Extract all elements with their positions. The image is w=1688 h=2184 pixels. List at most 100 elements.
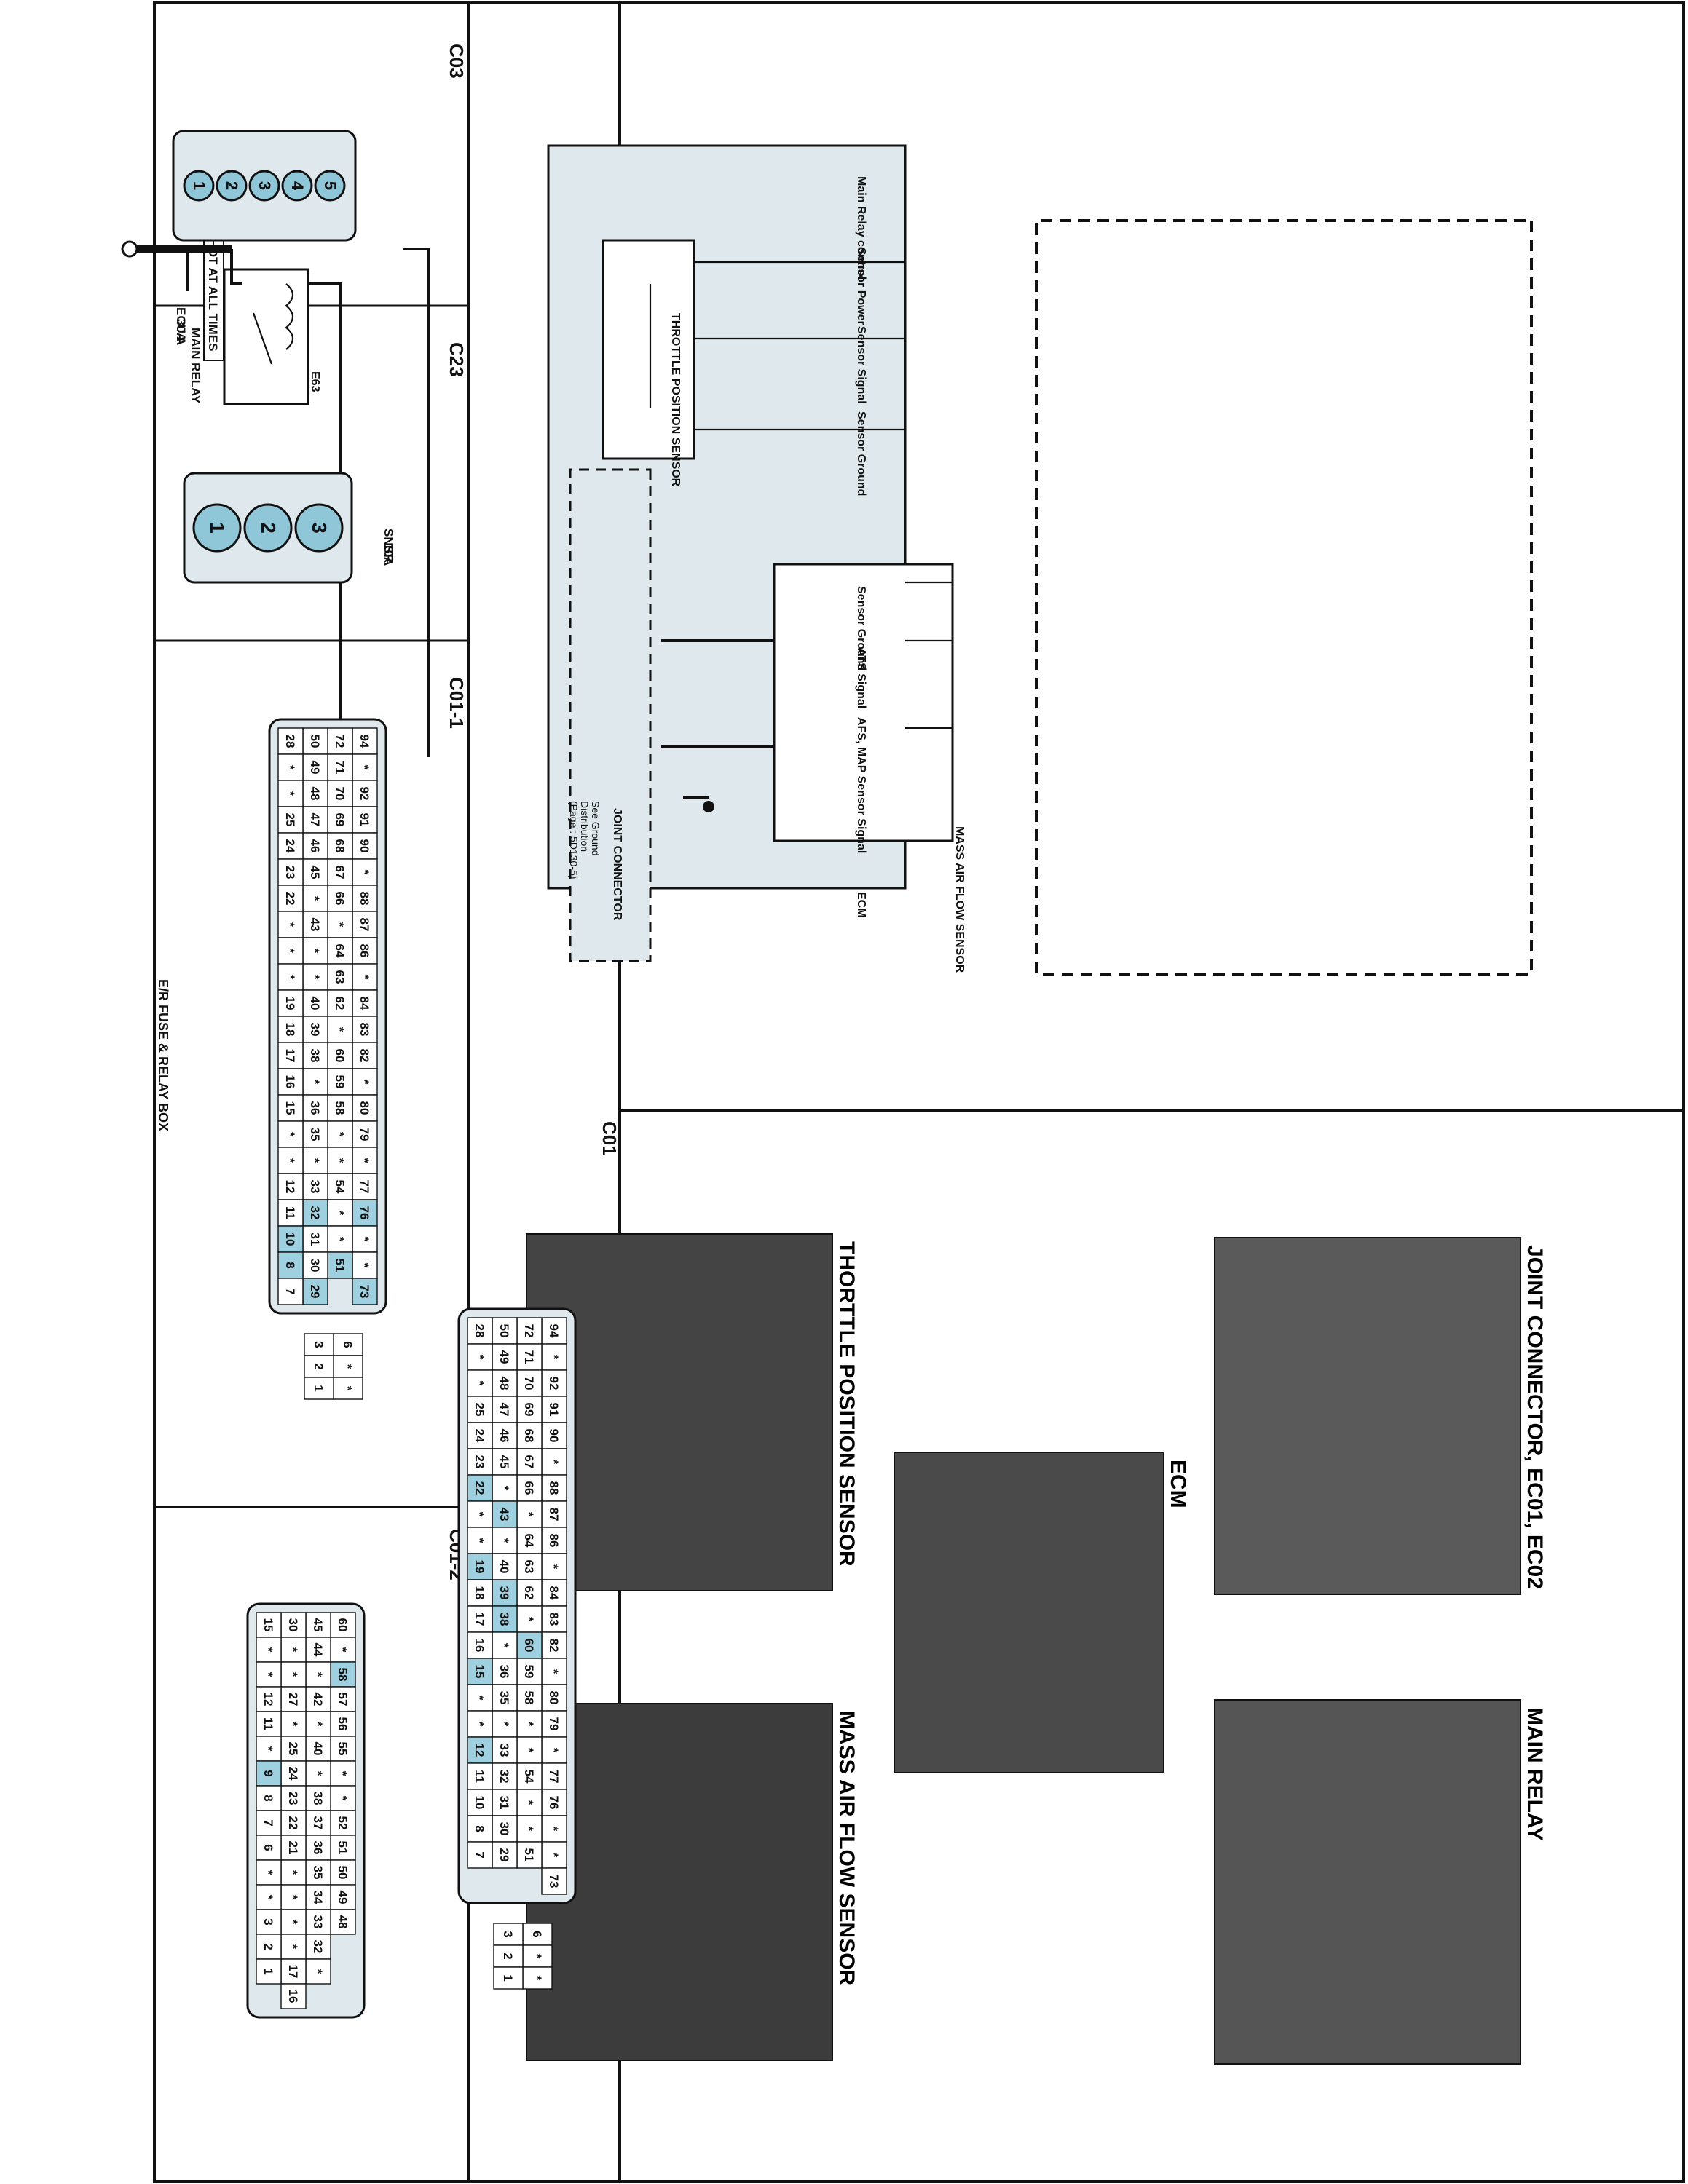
c01_2-pin-label: * [336,1796,350,1801]
c01_2-pin-cell [256,1958,282,1985]
c01-title: C01 [599,1121,620,1156]
c01-pin-label: 30 [497,1822,511,1836]
c01_1-pin-label: 90 [358,839,371,853]
c01_1-pin-label: 64 [333,944,347,958]
c01-pin-label: 76 [547,1796,561,1810]
c01_2-pin-label: 40 [311,1742,325,1756]
c01-pin-label: 49 [497,1350,511,1364]
c01_1-pin-label: 76 [358,1206,371,1220]
ecm-signal-afs: AFS, MAP Sensor Signal [855,717,867,853]
c01-pin-label: 47 [497,1403,511,1417]
c01_1-pin-label: 24 [283,839,297,853]
joint-note-1: See Ground [590,801,602,856]
c01_2-pin-label: * [261,1672,275,1677]
c01-small-pin-label: 2 [501,1952,515,1959]
ecm-signal-ats: ATS Signal [855,648,867,708]
c01_1-pin-label: 43 [308,918,322,932]
relay-switch [252,312,273,365]
ecm-signal-sensor-signal: Sensor Signal [855,326,867,404]
fuse-snsr-name: SNSR [382,529,395,563]
c01-pin-label: * [497,1486,511,1491]
c01_2-pin-cell [280,1983,307,2009]
c01-pin-label: 23 [473,1455,486,1469]
c01_1-pin-label: 11 [283,1206,297,1219]
c01_2-pin-label: 58 [336,1668,350,1682]
main-relay-label: MAIN RELAY [189,328,202,404]
c01_2-pin-label: 27 [286,1693,300,1706]
c01_2-pin-label: 56 [336,1717,350,1731]
c01_1-small-pin-label: 1 [312,1385,326,1391]
c01_2-pin-label: 42 [311,1693,325,1706]
c01-pin-label: 67 [522,1455,536,1469]
c01_1-pin-label: * [358,975,371,980]
c01_1-pin-label: * [333,1132,347,1137]
c03-pin-number: 5 [321,181,339,190]
fuse-ecu-a-rating: 30A [174,319,188,341]
c01-pin-label: 38 [497,1613,511,1626]
c01_1-pin-label: 30 [308,1259,322,1273]
c01_1-pin-label: 71 [333,761,347,775]
c01-pin-label: * [473,1538,486,1543]
c01_1-pin-label: * [358,870,371,875]
c01-pin-label: 17 [473,1613,486,1626]
c01_2-pin-label: 17 [286,1965,300,1979]
c01-pin-label: * [522,1827,536,1832]
joint-note-2: Distribution [579,801,591,852]
fuse-box-outline [1035,219,1533,976]
c01_1-pin-label: * [333,1237,347,1242]
c03-pin [183,170,215,202]
c01_1-pin-label: 8 [283,1262,297,1268]
main-relay-box [223,268,309,405]
c01_1-pin-label: 66 [333,892,347,906]
c01_2-pin-label: 38 [311,1792,325,1805]
c01_2-pin-label: 3 [261,1918,275,1925]
c03-pin [314,170,346,202]
c01_2-pin-label: 25 [286,1742,300,1756]
c01_2-pin-label: 45 [311,1618,325,1632]
c01-pin-label: 84 [547,1586,561,1600]
c01_2-pin-label: 50 [336,1866,350,1880]
c01_2-pin-label: 51 [336,1841,350,1855]
c01_1-pin-label: 58 [333,1101,347,1115]
joint-note-3: (Page : 5D130-5) [568,801,580,879]
c01_1-pin-label: * [283,765,297,770]
photo-main-relay-title: MAIN RELAY [1523,1707,1547,1841]
c01_1-pin-label: 29 [308,1285,322,1299]
hot-label: HOT AT ALL TIMES [206,239,220,352]
c01_2-pin-label: 21 [286,1841,300,1855]
c01_1-pin-label: 28 [283,735,297,748]
c01-pin-cell [541,1867,567,1895]
c01-small-pin-cell [493,1966,524,1990]
c01_1-pin-label: * [358,1080,371,1085]
c01_1-pin-label: 48 [308,787,322,801]
c01_1-pin-label: 31 [308,1233,322,1246]
c01_1-pin-label: * [308,1158,322,1163]
c01-pin-label: 77 [547,1770,561,1784]
c01-pin-label: 33 [497,1744,511,1757]
c01_2-pin-label: 34 [311,1891,325,1904]
c01-pin-label: 62 [522,1586,536,1600]
c01_2-pin-label: 6 [261,1844,275,1851]
c01-pin-label: * [547,1355,561,1360]
c01_1-pin-label: 19 [283,997,297,1010]
photo-ecm-title: ECM [1166,1460,1190,1508]
c01-pin-label: 92 [547,1377,561,1390]
schematic: HOT AT ALL TIMES E/R FUSE & RELAY BOX EC… [121,144,1533,1131]
c01_2-pin-label: * [336,1647,350,1653]
c01_1-pin-label: 83 [358,1023,371,1037]
c01_2-pin-label: 32 [311,1940,325,1954]
c01-pin-label: 46 [497,1429,511,1443]
c03-pin [248,170,280,202]
relay-coil [285,283,294,350]
c01_1-pin-label: * [308,975,322,980]
c01-pin-label: 60 [522,1639,536,1653]
c01-pin-label: * [547,1460,561,1465]
c01-pin-label: 63 [522,1560,536,1574]
c01-pin-label: 45 [497,1455,511,1469]
c01-pin-label: * [497,1722,511,1727]
photo-maf-title: MASS AIR FLOW SENSOR [835,1711,859,1986]
fuse-box-label: E/R FUSE & RELAY BOX [156,979,170,1131]
c01-pin-label: * [473,1512,486,1517]
c01_2-pin-label: * [286,1920,300,1925]
